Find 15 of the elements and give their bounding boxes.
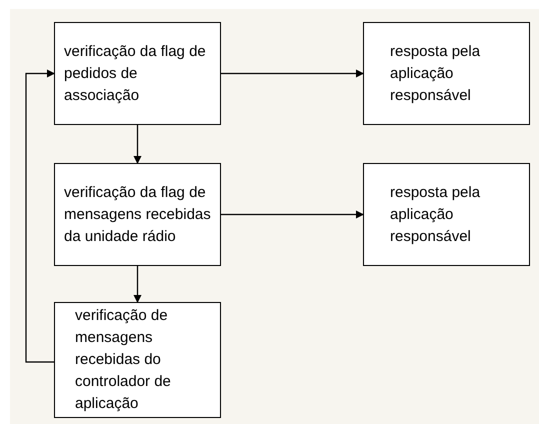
- box-label: resposta pela aplicação responsável: [390, 42, 482, 106]
- box-label: verificação da flag de pedidos de associação: [64, 42, 207, 106]
- arrow: [134, 266, 142, 303]
- process-box: [54, 22, 221, 125]
- box-label: resposta pela aplicação responsável: [390, 182, 482, 246]
- process-box: [54, 163, 221, 266]
- arrow: [134, 125, 142, 164]
- arrow: [25, 70, 55, 363]
- box-label: verificação de mensagens recebidas do controlador de aplicação: [75, 306, 172, 414]
- arrow: [221, 70, 364, 78]
- arrow: [221, 210, 364, 218]
- process-box: [363, 22, 530, 125]
- box-label: verificação da flag de mensagens recebidas da unidade rádio: [64, 182, 212, 246]
- process-box: [54, 302, 221, 418]
- process-box: [363, 163, 530, 266]
